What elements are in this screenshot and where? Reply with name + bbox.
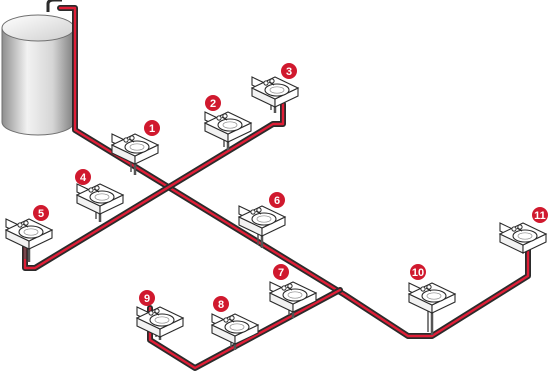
- badge-circle: [139, 290, 155, 306]
- badge-circle: [273, 264, 289, 280]
- tank-outlet-pipe: [46, 0, 62, 12]
- outlet-badge: 4: [75, 169, 91, 185]
- outlet-number: 9: [144, 293, 150, 305]
- washbasin-icon: [250, 76, 300, 108]
- outlet-badge: 8: [213, 296, 229, 312]
- badge-circle: [144, 120, 160, 136]
- washbasin-icon: [407, 282, 457, 314]
- outlet-number: 3: [286, 66, 292, 78]
- outlet-badge: 11: [532, 207, 548, 223]
- outlet-badges: 1 2 3 4 5 6 7 8 9 10 11: [33, 63, 548, 312]
- badge-circle: [281, 63, 297, 79]
- outlet-number: 1: [149, 123, 155, 135]
- badge-circle: [269, 192, 285, 208]
- outlet-badge: 9: [139, 290, 155, 306]
- washbasin-icon: [498, 222, 548, 254]
- washbasins: [4, 76, 548, 345]
- outlet-badge: 2: [205, 95, 221, 111]
- washbasin-icon: [203, 111, 253, 143]
- storage-tank-icon: [1, 14, 75, 136]
- washbasin-icon: [268, 281, 318, 313]
- outlet-badge: 6: [269, 192, 285, 208]
- badge-circle: [33, 205, 49, 221]
- branch-pipe-upper: [23, 102, 285, 270]
- outlet-badge: 10: [410, 264, 426, 280]
- outlet-badge: 1: [144, 120, 160, 136]
- outlet-number: 6: [274, 195, 280, 207]
- badge-circle: [205, 95, 221, 111]
- outlet-number: 10: [412, 267, 424, 279]
- washbasin-icon: [135, 306, 185, 338]
- badge-circle: [410, 264, 426, 280]
- outlet-number: 8: [218, 299, 224, 311]
- washbasin-icon: [110, 133, 160, 165]
- outlet-number: 7: [278, 267, 284, 279]
- badge-circle: [532, 207, 548, 223]
- outlet-number: 11: [534, 210, 546, 222]
- outlet-number: 5: [38, 208, 44, 220]
- washbasin-icon: [210, 313, 260, 345]
- washbasin-icon: [4, 218, 54, 250]
- outlet-number: 4: [80, 172, 87, 184]
- outlet-badge: 7: [273, 264, 289, 280]
- outlet-badge: 5: [33, 205, 49, 221]
- outlet-badge: 3: [281, 63, 297, 79]
- washbasin-icon: [237, 205, 287, 237]
- badge-circle: [213, 296, 229, 312]
- outlet-number: 2: [210, 98, 216, 110]
- washbasin-icon: [75, 183, 125, 215]
- badge-circle: [75, 169, 91, 185]
- main-supply-pipe: [58, 6, 530, 338]
